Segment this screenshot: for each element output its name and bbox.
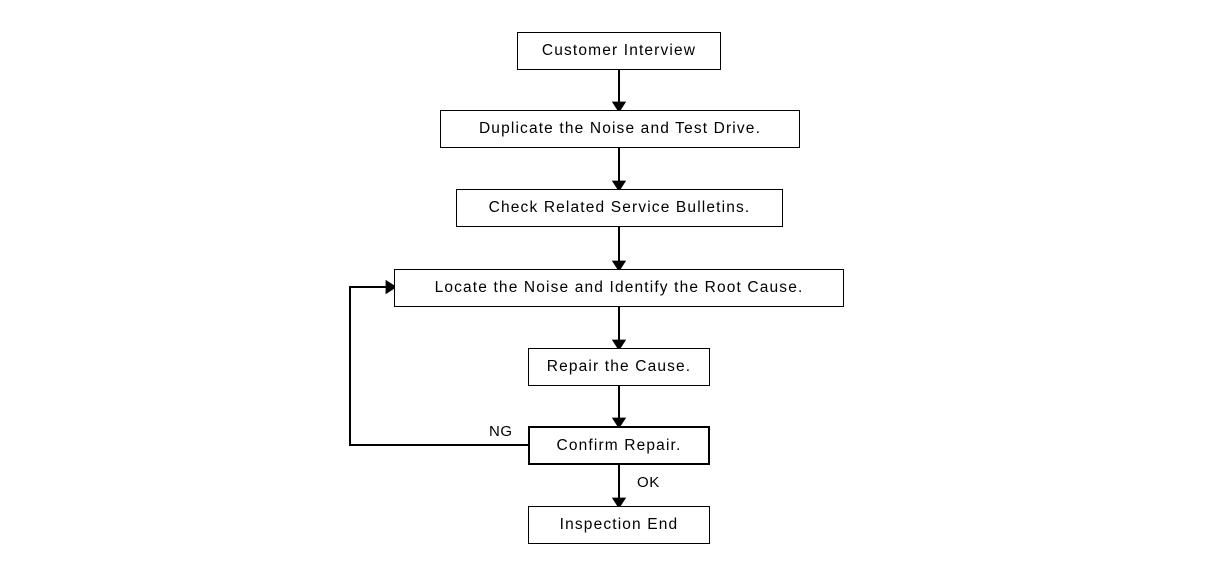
node-confirm-repair[interactable]: Confirm Repair. — [528, 426, 710, 465]
node-label: Inspection End — [559, 516, 679, 534]
edge-label-ok: OK — [637, 474, 660, 491]
node-locate-noise[interactable]: Locate the Noise and Identify the Root C… — [394, 269, 844, 307]
node-check-bulletins[interactable]: Check Related Service Bulletins. — [456, 189, 783, 227]
edge-label-ng: NG — [489, 423, 513, 440]
node-label: Locate the Noise and Identify the Root C… — [434, 279, 804, 297]
node-inspection-end[interactable]: Inspection End — [528, 506, 710, 544]
connector-ng-loop-back — [349, 279, 528, 446]
node-repair-cause[interactable]: Repair the Cause. — [528, 348, 710, 386]
node-label: Confirm Repair. — [556, 436, 682, 454]
node-label: Check Related Service Bulletins. — [488, 199, 751, 217]
node-duplicate-noise[interactable]: Duplicate the Noise and Test Drive. — [440, 110, 800, 148]
node-label: Repair the Cause. — [546, 358, 692, 376]
node-label: Customer Interview — [541, 42, 697, 60]
node-customer-interview[interactable]: Customer Interview — [517, 32, 721, 70]
node-label: Duplicate the Noise and Test Drive. — [478, 120, 762, 138]
